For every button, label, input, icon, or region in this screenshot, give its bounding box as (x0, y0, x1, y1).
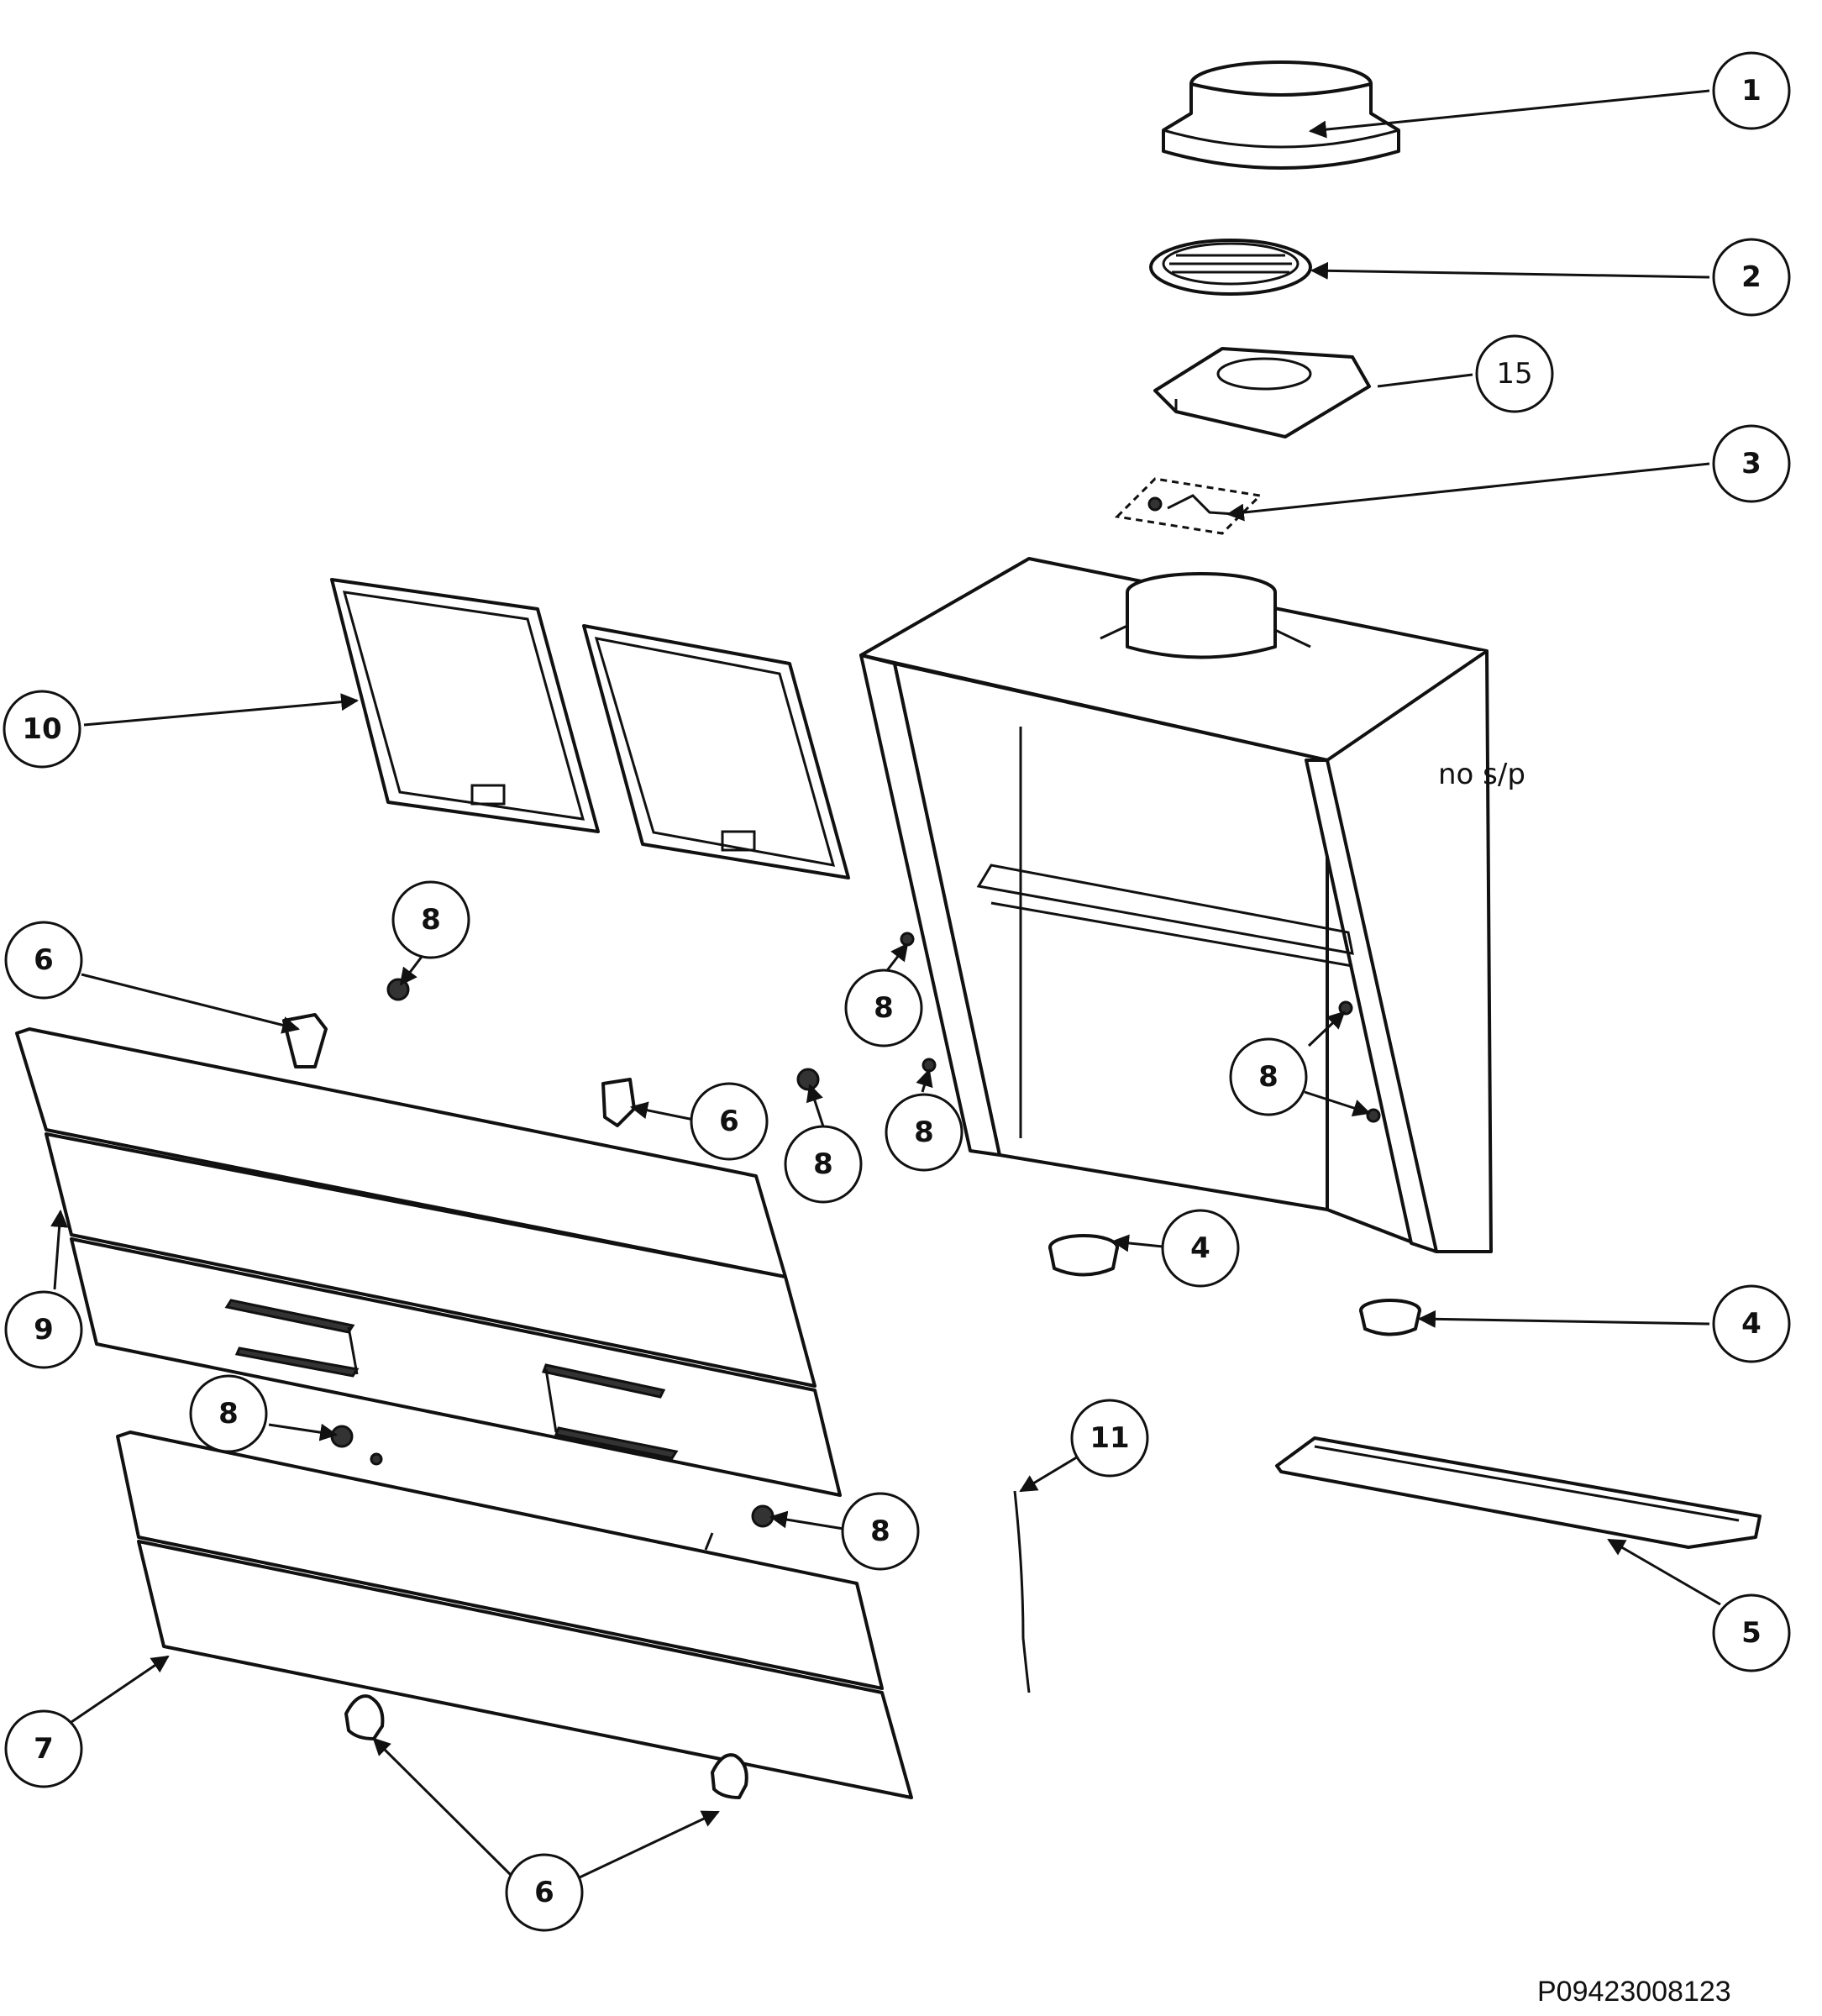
svg-text:15: 15 (1496, 357, 1532, 391)
svg-text:8: 8 (813, 1147, 833, 1181)
svg-text:9: 9 (34, 1313, 54, 1347)
svg-text:8: 8 (218, 1397, 239, 1431)
grease-filter-part (330, 578, 850, 879)
callout-3: 3 (1712, 424, 1791, 503)
tray-cover-part (1275, 1436, 1762, 1549)
svg-text:5: 5 (1741, 1616, 1762, 1650)
svg-text:6: 6 (719, 1105, 739, 1138)
callout-2: 2 (1712, 238, 1791, 317)
svg-text:2: 2 (1741, 260, 1762, 294)
bracket-part (282, 1013, 748, 1799)
callout-8-top: 8 (391, 880, 470, 959)
svg-text:6: 6 (534, 1876, 554, 1909)
callout-6-upper-left: 6 (4, 921, 83, 1000)
svg-text:8: 8 (914, 1116, 934, 1149)
lamp-part (1048, 1234, 1421, 1336)
svg-text:8: 8 (421, 903, 441, 937)
callout-8-body-left-lower: 8 (885, 1093, 964, 1172)
svg-text:4: 4 (1741, 1307, 1762, 1341)
callout-11: 11 (1070, 1399, 1149, 1478)
front-panel-upper-part (15, 1027, 842, 1497)
duct-collar-part (1162, 60, 1400, 170)
leader-lines (50, 89, 1721, 1879)
callout-6-center: 6 (690, 1082, 769, 1161)
no-spare-part-note: no s/p (1438, 758, 1525, 791)
svg-text:10: 10 (22, 712, 61, 746)
callout-8-center: 8 (784, 1125, 863, 1204)
callout-10: 10 (3, 690, 81, 769)
svg-text:8: 8 (1258, 1060, 1279, 1094)
svg-text:8: 8 (874, 991, 894, 1025)
callout-8-panel-left: 8 (189, 1374, 268, 1453)
callout-8-body-right: 8 (1229, 1037, 1308, 1116)
svg-text:1: 1 (1741, 74, 1762, 108)
hood-body-part (859, 557, 1493, 1253)
callout-6-bottom: 6 (505, 1853, 584, 1932)
svg-text:6: 6 (34, 943, 54, 977)
callout-9: 9 (4, 1290, 83, 1369)
round-flap-part (1149, 239, 1312, 296)
svg-text:11: 11 (1090, 1421, 1129, 1455)
callout-8-body-left-upper: 8 (844, 969, 923, 1047)
wiring-bracket-part (1114, 477, 1263, 535)
cable-part (1013, 1490, 1031, 1693)
top-plate-part (1153, 347, 1371, 438)
drawing-code: P09423008123 (1537, 1976, 1731, 2008)
callout-15: 15 (1475, 334, 1554, 413)
svg-text:3: 3 (1741, 447, 1762, 480)
callout-5: 5 (1712, 1593, 1791, 1672)
callout-7: 7 (4, 1709, 83, 1788)
svg-text:4: 4 (1190, 1231, 1210, 1265)
callout-4-upper: 4 (1161, 1209, 1240, 1288)
svg-text:8: 8 (870, 1515, 890, 1548)
front-panel-lower-part (116, 1431, 913, 1799)
svg-text:7: 7 (34, 1732, 54, 1766)
callout-8-panel-right: 8 (841, 1492, 920, 1571)
callout-1: 1 (1712, 51, 1791, 130)
callout-4-lower: 4 (1712, 1284, 1791, 1363)
